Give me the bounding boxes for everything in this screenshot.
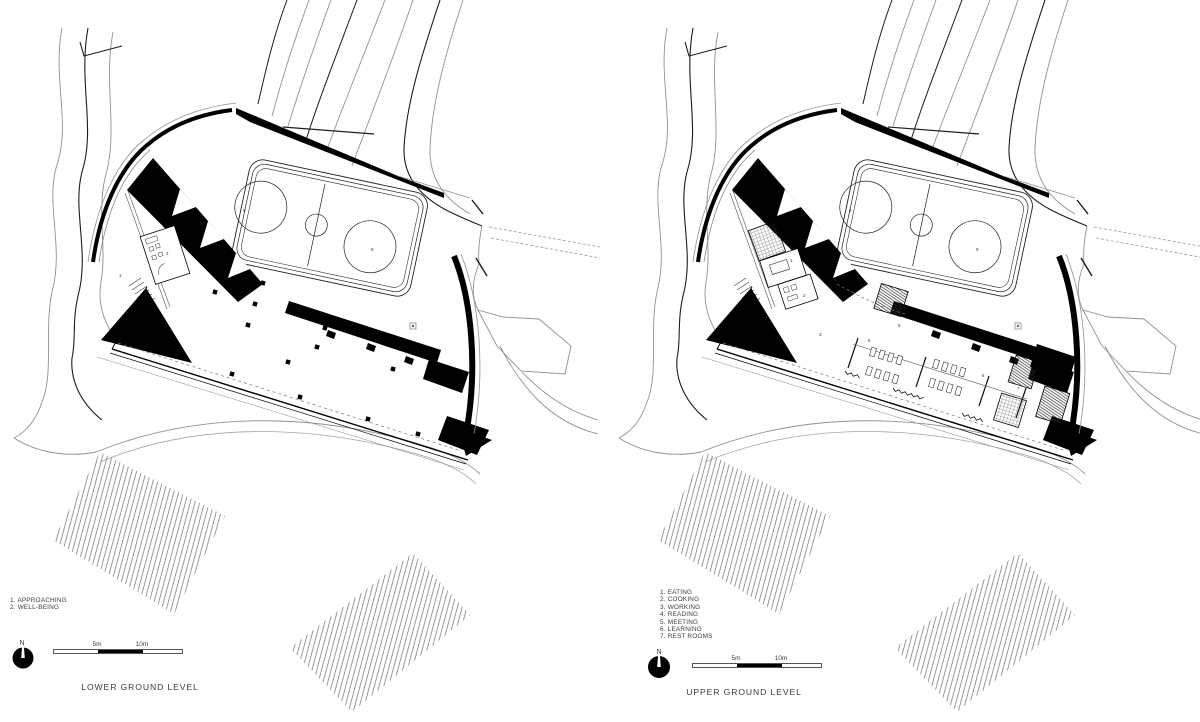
lower-level-interior bbox=[139, 225, 421, 437]
rest-rooms-block bbox=[992, 392, 1027, 428]
room-number-label: 1 bbox=[119, 273, 122, 278]
scale-5m-label: 5m bbox=[731, 655, 741, 662]
scale-5m-label: 5m bbox=[92, 641, 102, 648]
desk bbox=[877, 349, 886, 360]
north-label: N bbox=[656, 649, 661, 656]
scale-10m-label: 10m bbox=[135, 641, 149, 648]
desk bbox=[882, 371, 891, 382]
legend-item: 1. APPROACHING bbox=[10, 597, 67, 604]
room-number-label: 6 bbox=[982, 373, 985, 378]
desk bbox=[891, 373, 900, 385]
column-grid-dots bbox=[212, 280, 421, 437]
column-dot bbox=[229, 371, 235, 377]
legend-item: 5. MEETING bbox=[660, 618, 699, 626]
legend-item: 4. READING bbox=[660, 611, 699, 619]
upper-level-interior bbox=[747, 220, 1076, 428]
scale-bar-lower: 5m 10m bbox=[53, 641, 183, 654]
desk bbox=[936, 380, 945, 391]
zigzag-partition bbox=[961, 412, 984, 423]
desk bbox=[945, 383, 954, 394]
folding-partition-zigzags bbox=[844, 370, 984, 423]
legend-item: 6. LEARNING bbox=[660, 626, 702, 634]
lower-plan-drawing: 1 2 6 9 bbox=[14, 0, 600, 712]
column-dot bbox=[245, 322, 251, 328]
scale-bar-track bbox=[692, 663, 822, 668]
north-arrow-lower: N bbox=[8, 636, 42, 677]
column-dot bbox=[415, 431, 421, 437]
scale-bar-upper: 5m 10m bbox=[692, 655, 822, 668]
room-number-label: 2 bbox=[803, 293, 806, 298]
room-number-label: 1 bbox=[790, 258, 793, 263]
room-number-label: 9 bbox=[976, 247, 979, 252]
room-number-label: 6 bbox=[849, 208, 852, 213]
column-dot bbox=[285, 359, 291, 365]
desk bbox=[949, 364, 958, 375]
column-dot bbox=[297, 394, 303, 400]
zigzag-partition bbox=[844, 370, 860, 379]
desk bbox=[865, 365, 873, 377]
title-lower-ground-level: LOWER GROUND LEVEL bbox=[81, 682, 199, 692]
column-dot bbox=[260, 280, 266, 286]
legend-item: 1. EATING bbox=[660, 589, 693, 596]
column-dot bbox=[252, 301, 258, 307]
scale-10m-label: 10m bbox=[774, 655, 788, 662]
legend-item: 2. COOKING bbox=[660, 596, 700, 604]
scale-bar-track bbox=[53, 649, 183, 654]
legend-item: 2. WELL-BEING bbox=[10, 604, 60, 612]
stair-east-2 bbox=[1035, 385, 1071, 425]
room-number-label: 5 bbox=[898, 323, 901, 328]
column-dot bbox=[322, 325, 328, 331]
desk bbox=[932, 358, 940, 370]
north-needle-icon bbox=[21, 647, 25, 658]
column-dot bbox=[314, 344, 320, 350]
desk bbox=[940, 361, 949, 372]
legend-item: 7. REST ROOMS bbox=[660, 633, 713, 641]
upper-plan-drawing: 1 2 4 3 5 6 6 7 6 9 bbox=[619, 0, 1200, 712]
desk bbox=[869, 346, 877, 358]
desk bbox=[886, 352, 895, 363]
desk bbox=[873, 368, 882, 379]
north-needle-icon bbox=[657, 656, 661, 667]
north-arrow-upper: N bbox=[644, 645, 678, 686]
desk bbox=[954, 385, 963, 397]
north-label: N bbox=[19, 640, 24, 647]
room-number-label: 7 bbox=[1017, 386, 1020, 391]
well-being-room bbox=[139, 225, 191, 285]
room-number-label: 2 bbox=[166, 251, 169, 256]
room-number-label: 6 bbox=[243, 208, 246, 213]
room-number-label: 9 bbox=[371, 247, 374, 252]
title-upper-ground-level: UPPER GROUND LEVEL bbox=[686, 687, 802, 697]
upper-room-number-labels: 1 2 4 3 5 6 6 7 6 9 bbox=[790, 208, 1020, 391]
desk bbox=[928, 377, 936, 389]
column-dot bbox=[212, 289, 218, 295]
column-dot bbox=[365, 416, 371, 422]
stair-west bbox=[747, 220, 787, 262]
room-number-label: 3 bbox=[819, 332, 822, 337]
desk bbox=[958, 366, 967, 378]
stair-court-side bbox=[873, 282, 909, 318]
room-number-label: 6 bbox=[868, 338, 871, 343]
zigzag-partition bbox=[892, 387, 924, 400]
legend-item: 3. WORKING bbox=[660, 603, 701, 611]
classroom-desks bbox=[865, 346, 967, 397]
scale-bar-filled-segment bbox=[98, 650, 143, 653]
column-dot bbox=[390, 366, 396, 372]
room-number-label: 4 bbox=[834, 277, 837, 282]
desk bbox=[895, 354, 904, 366]
scale-bar-filled-segment bbox=[737, 664, 782, 667]
lower-room-number-labels: 1 2 6 9 bbox=[119, 208, 374, 278]
cooking-room bbox=[777, 273, 819, 310]
east-black-mass bbox=[1030, 344, 1076, 380]
